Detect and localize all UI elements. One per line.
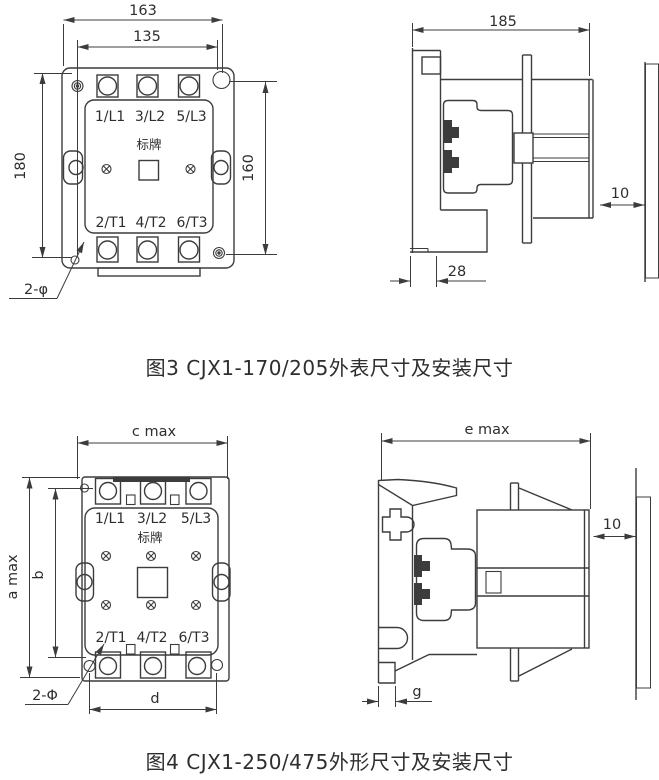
dim-label-overall-width: c max [132, 424, 177, 440]
dim-label-base-depth: 28 [448, 264, 466, 280]
front-panel [84, 507, 219, 656]
contactor-body-outline [75, 476, 231, 682]
top-tab [421, 56, 442, 75]
mounting-hole-top-right [212, 70, 231, 90]
dim-label-wall-clearance: 10 [611, 186, 629, 202]
dim-label-mounting-height: 160 [241, 154, 257, 182]
terminal-label: 3/L2 [135, 109, 165, 125]
figure4-side-view: e max 10 g [362, 422, 651, 707]
side-profile-outline [410, 48, 594, 253]
dimension-lines [362, 433, 636, 707]
left-mounting-ear [62, 150, 84, 185]
terminal-clamp-mark [444, 120, 459, 143]
terminal-clamp-mark [414, 583, 430, 605]
terminal-label: 2/T1 [95, 630, 126, 646]
side-profile-outline [377, 478, 590, 684]
rail-clamp [513, 132, 534, 164]
terminal-label: 6/T3 [176, 215, 207, 231]
figure4-caption: 图4 CJX1-250/475外形尺寸及安装尺寸 [145, 750, 514, 774]
cross-circle-marker [190, 550, 202, 562]
cross-circle-marker [145, 550, 157, 562]
terminal-label: 6/T3 [178, 630, 209, 646]
din-rail-clip [381, 508, 415, 541]
mounting-hole-bottom-left [83, 659, 96, 673]
cross-circle-marker [100, 550, 112, 562]
dimension-lines [20, 436, 228, 714]
screws-and-holes [70, 70, 231, 265]
bottom-clip-notch [378, 626, 409, 650]
cross-circle-marker [100, 599, 112, 611]
left-mounting-ear [75, 562, 95, 602]
cross-circle-marker [145, 599, 157, 611]
nameplate-square [138, 159, 160, 181]
dim-label-mounting-width: d [150, 691, 159, 707]
terminal-label: 2/T1 [95, 215, 126, 231]
cross-circle-marker [101, 163, 112, 175]
nameplate-square [136, 566, 169, 599]
figure3-front-view: 163 135 180 160 2-φ [9, 3, 277, 299]
dim-label-depth: 185 [489, 14, 517, 30]
top-black-bar [113, 477, 190, 482]
wall-hatching [636, 496, 651, 689]
mounting-wall [644, 62, 659, 282]
mounting-hole-bottom-right [210, 658, 224, 672]
dim-label-wall-clearance: 10 [603, 517, 621, 533]
dim-label-base-depth: g [412, 684, 421, 700]
terminal-label: 5/L3 [181, 511, 211, 527]
right-mounting-ear [210, 150, 232, 185]
contactor-housing [476, 509, 590, 649]
top-bracket-wedge [378, 478, 458, 507]
dimension-lines [390, 23, 645, 287]
coil-window [485, 570, 502, 594]
terminal-label: 5/L3 [176, 109, 206, 125]
cross-circle-marker [190, 599, 202, 611]
base-foot [378, 661, 396, 684]
cross-circle-markers [100, 550, 202, 611]
terminal-label: 1/L1 [95, 109, 125, 125]
terminal-clamp-mark [444, 150, 459, 173]
figure3-caption: 图3 CJX1-170/205外表尺寸及安装尺寸 [145, 356, 514, 380]
nameplate-label: 标牌 [136, 137, 161, 152]
mounting-wall [635, 468, 651, 700]
cross-circle-marker [185, 163, 196, 175]
dim-label-mounting-height: b [31, 570, 47, 579]
contact-block-profile [442, 99, 514, 194]
figure3-side-view: 185 10 28 [390, 14, 659, 287]
terminal-label: 4/T2 [135, 215, 166, 231]
dim-label-mounting-holes: 2-Φ [32, 688, 58, 704]
nameplate-label: 标牌 [137, 530, 162, 545]
terminal-clamp-mark [414, 555, 430, 577]
contact-block-profile [415, 537, 477, 622]
figure4-front-view: c max a max b d 2-Φ [5, 424, 231, 714]
dimension-lines [9, 17, 277, 299]
terminal-label: 4/T2 [136, 630, 167, 646]
wall-hatching [645, 63, 659, 279]
terminal-label: 3/L2 [137, 511, 167, 527]
front-panel [84, 99, 214, 234]
mounting-hole-bottom-left [70, 255, 80, 265]
terminal-label: 1/L1 [95, 511, 125, 527]
contactor-body-outline [61, 67, 235, 277]
right-mounting-ear [211, 562, 231, 602]
dim-label-overall-height: 180 [13, 152, 29, 180]
dim-label-depth: e max [464, 422, 510, 438]
dim-label-mounting-holes: 2-φ [24, 282, 48, 298]
dim-label-mounting-width: 135 [133, 29, 161, 45]
dim-label-overall-width: 163 [129, 3, 157, 19]
dim-label-overall-height: a max [5, 554, 21, 600]
